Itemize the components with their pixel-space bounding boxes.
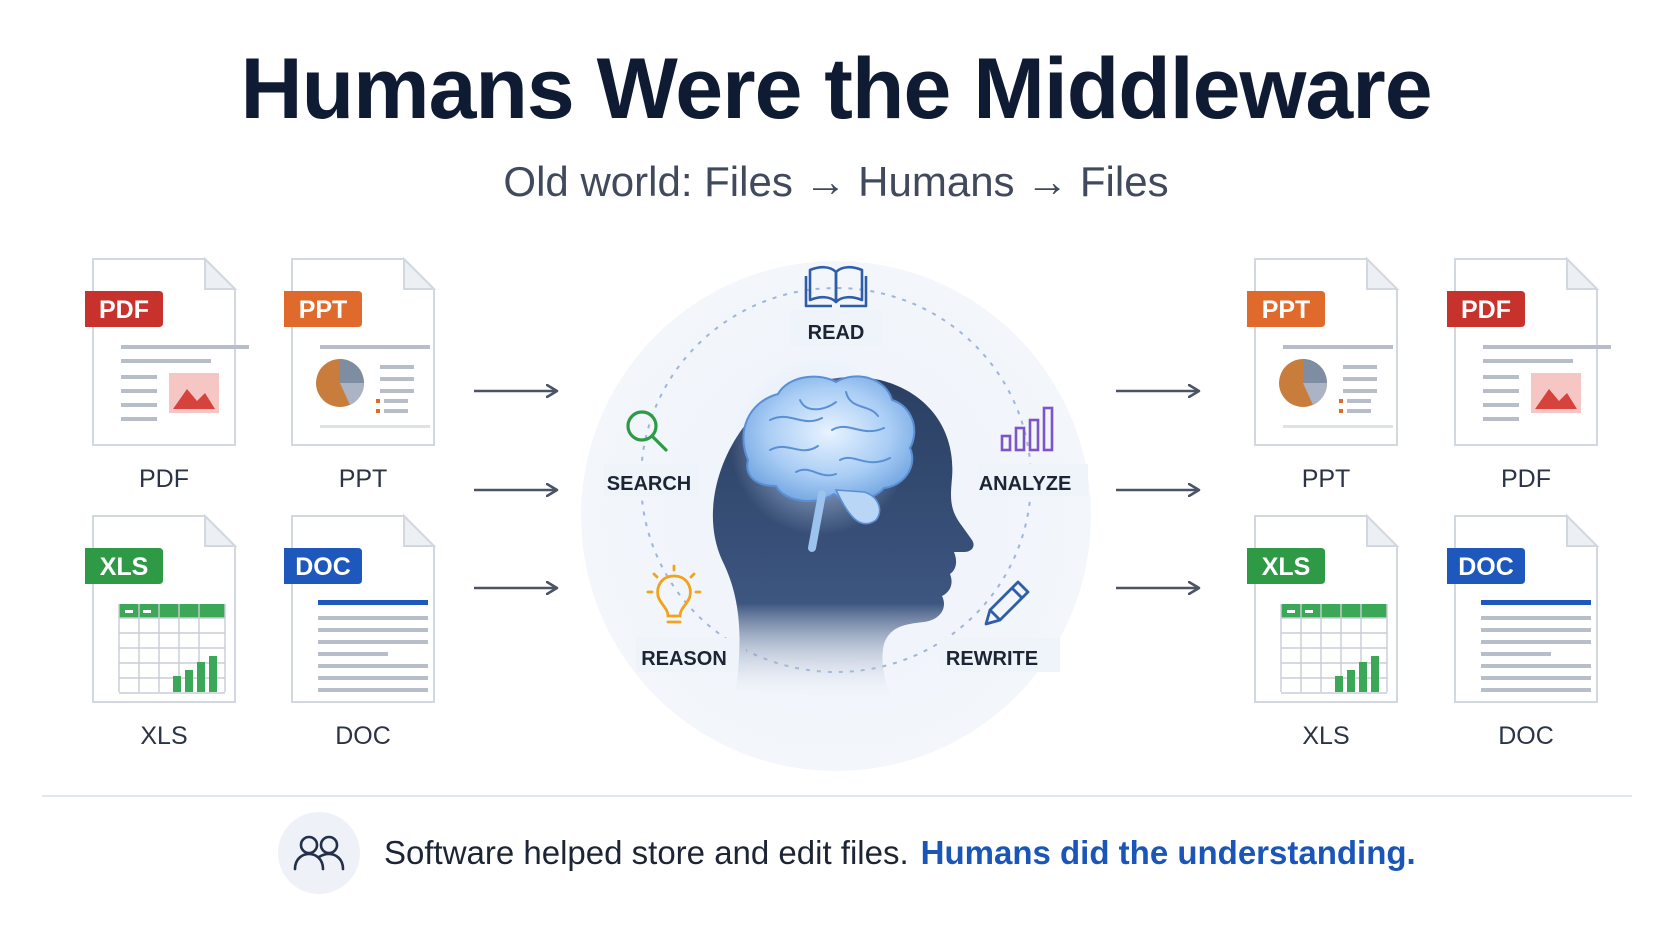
page-fold bbox=[204, 256, 238, 290]
file-badge-text: DOC bbox=[295, 553, 351, 581]
file-label: PPT bbox=[339, 465, 388, 493]
file-label: DOC bbox=[335, 722, 391, 750]
footer-highlight: Humans did the understanding. bbox=[920, 834, 1416, 871]
input-arrows bbox=[474, 391, 556, 588]
file-badge-text: PDF bbox=[1461, 296, 1511, 324]
file-badge-text: DOC bbox=[1458, 553, 1514, 581]
ppt-badge bbox=[1247, 291, 1325, 327]
file-label: PDF bbox=[1501, 465, 1551, 493]
file-label: XLS bbox=[1302, 722, 1349, 750]
pencil-icon bbox=[984, 580, 1030, 626]
pdf-badge bbox=[1447, 291, 1525, 327]
file-label: PDF bbox=[139, 465, 189, 493]
page-fold bbox=[1566, 513, 1600, 547]
file-label: DOC bbox=[1498, 722, 1554, 750]
file-label: PPT bbox=[1302, 465, 1351, 493]
footer: Software helped store and edit files. Hu… bbox=[278, 810, 1416, 896]
action-labels: READ SEARCH ANALYZE REASON REWRITE bbox=[607, 322, 1072, 670]
file-label: XLS bbox=[140, 722, 187, 750]
input-file-pdf: PDF PDF bbox=[85, 256, 249, 493]
page-fold bbox=[1366, 256, 1400, 290]
file-badge-text: PPT bbox=[299, 296, 348, 324]
output-file-xls: XLS XLS bbox=[1247, 513, 1400, 750]
bar-chart-icon bbox=[1000, 406, 1054, 452]
book-icon bbox=[804, 265, 868, 308]
action-label-analyze: ANALYZE bbox=[979, 473, 1072, 495]
input-file-doc: DOC DOC bbox=[284, 513, 437, 750]
lightbulb-icon bbox=[646, 564, 702, 624]
action-label-search: SEARCH bbox=[607, 473, 691, 495]
output-files-group: PPT PPT PDF PDF XLS XLS DOC DOC bbox=[1247, 256, 1611, 750]
action-label-rewrite: REWRITE bbox=[946, 648, 1038, 670]
page-fold bbox=[204, 513, 238, 547]
file-badge-text: PPT bbox=[1262, 296, 1311, 324]
xls-badge bbox=[85, 548, 163, 584]
output-file-pdf: PDF PDF bbox=[1447, 256, 1611, 493]
file-badge-text: PDF bbox=[99, 296, 149, 324]
output-arrows bbox=[1116, 391, 1198, 588]
footer-text: Software helped store and edit files. bbox=[384, 834, 909, 871]
page-fold bbox=[1366, 513, 1400, 547]
xls-badge bbox=[1247, 548, 1325, 584]
footer-divider bbox=[42, 795, 1632, 797]
input-file-ppt: PPT PPT bbox=[284, 256, 437, 493]
action-label-read: READ bbox=[808, 322, 865, 344]
page-fold bbox=[403, 513, 437, 547]
output-file-doc: DOC DOC bbox=[1447, 513, 1600, 750]
ppt-badge bbox=[284, 291, 362, 327]
magnifier-icon bbox=[626, 410, 668, 452]
doc-badge bbox=[1447, 548, 1525, 584]
doc-badge bbox=[284, 548, 362, 584]
diagram-subtitle: Old world: Files → Humans → Files bbox=[503, 158, 1169, 205]
file-badge-text: XLS bbox=[100, 553, 149, 581]
diagram-title: Humans Were the Middleware bbox=[240, 41, 1432, 137]
people-icon bbox=[278, 812, 360, 894]
input-files-group: PDF PDF PPT PPT XLS XLS DOC DOC bbox=[85, 256, 437, 750]
page-fold bbox=[403, 256, 437, 290]
pdf-badge bbox=[85, 291, 163, 327]
input-file-xls: XLS XLS bbox=[85, 513, 238, 750]
page-fold bbox=[1566, 256, 1600, 290]
brain-icon bbox=[742, 375, 916, 552]
human-processor: READ SEARCH ANALYZE REASON REWRITE bbox=[581, 261, 1091, 771]
action-label-reason: REASON bbox=[641, 648, 727, 670]
file-badge-text: XLS bbox=[1262, 553, 1311, 581]
output-file-ppt: PPT PPT bbox=[1247, 256, 1400, 493]
